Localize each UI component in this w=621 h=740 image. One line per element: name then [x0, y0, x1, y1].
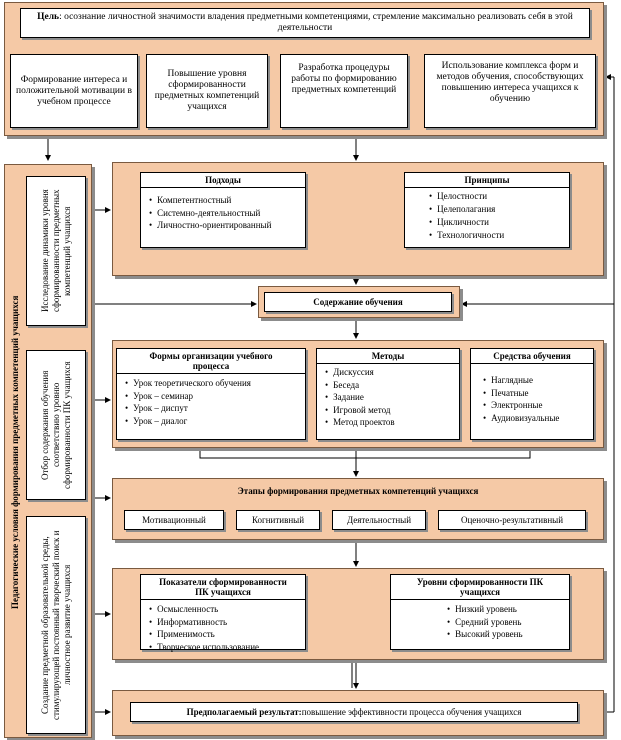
form-item: Урок – диалог: [125, 415, 305, 428]
principles-box: Принципы Целостности Целеполагания Цикли…: [404, 172, 570, 248]
result-text: повышение эффективности процесса обучени…: [301, 706, 522, 717]
approach-item: Личностно-ориентированный: [149, 219, 305, 232]
stages-title: Этапы формирования предметных компетенци…: [237, 486, 479, 496]
indicators-box: Показатели сформированности ПК учащихся …: [140, 574, 306, 653]
task-box-procedure: Разработка процедуры работы по формирова…: [280, 54, 408, 128]
indicators-title: Показатели сформированности ПК учащихся: [141, 575, 305, 600]
means-title: Средства обучения: [471, 349, 593, 364]
condition-box-environment: Создание предметной образовательной сред…: [26, 516, 86, 734]
approaches-box: Подходы Компетентностный Системно-деятел…: [140, 172, 306, 248]
forms-list: Урок теоретического обучения Урок – семи…: [117, 374, 305, 427]
level-item: Низкий уровень: [447, 603, 569, 616]
stage-box-motivational: Мотивационный: [124, 510, 224, 530]
levels-list: Низкий уровень Средний уровень Высокий у…: [391, 600, 569, 641]
means-item: Наглядные: [483, 374, 593, 387]
task-box-motivation: Формирование интереса и положительной мо…: [10, 54, 138, 128]
methods-box: Методы Дискуссия Беседа Задание Игровой …: [316, 348, 460, 440]
task-text: Разработка процедуры работы по формирова…: [291, 63, 397, 95]
methods-list: Дискуссия Беседа Задание Игровой метод М…: [317, 364, 459, 429]
form-item: Урок – диспут: [125, 402, 305, 415]
condition-text: Отбор содержания обучения соответствию у…: [39, 361, 72, 489]
stage-text: Оценочно-результативный: [460, 514, 564, 525]
result-box: Предполагаемый результат: повышение эффе…: [130, 702, 578, 722]
method-item: Метод проектов: [325, 416, 459, 429]
principle-item: Целостности: [429, 190, 569, 203]
principle-item: Технологичности: [429, 229, 569, 242]
approaches-title: Подходы: [141, 173, 305, 188]
forms-box: Формы организации учебного процесса Урок…: [116, 348, 306, 440]
content-box: Содержание обучения: [264, 292, 452, 312]
stage-text: Мотивационный: [142, 514, 206, 525]
means-item: Аудиовизуальные: [483, 412, 593, 425]
form-item: Урок – семинар: [125, 390, 305, 403]
stage-text: Деятельностный: [346, 514, 412, 525]
principles-title: Принципы: [405, 173, 569, 188]
method-item: Задание: [325, 391, 459, 404]
approaches-list: Компетентностный Системно-деятельностный…: [141, 188, 305, 232]
method-item: Беседа: [325, 379, 459, 392]
task-text: Повышение уровня сформированности предме…: [154, 69, 260, 112]
task-box-competence-level: Повышение уровня сформированности предме…: [146, 54, 268, 128]
task-text: Использование комплекса форм и методов о…: [436, 61, 584, 104]
method-item: Дискуссия: [325, 366, 459, 379]
indicator-item: Применимость: [149, 628, 305, 641]
principles-list: Целостности Целеполагания Цикличности Те…: [405, 188, 569, 242]
means-box: Средства обучения Наглядные Печатные Эле…: [470, 348, 594, 440]
means-list: Наглядные Печатные Электронные Аудиовизу…: [471, 364, 593, 424]
stage-box-cognitive: Когнитивный: [236, 510, 320, 530]
content-text: Содержание обучения: [313, 296, 403, 307]
level-item: Средний уровень: [447, 616, 569, 629]
means-item: Электронные: [483, 399, 593, 412]
goal-text: : осознание личностной значимости владен…: [59, 12, 573, 33]
condition-text: Исследование динамики уровня сформирован…: [39, 189, 72, 313]
task-text: Формирование интереса и положительной мо…: [16, 74, 132, 107]
indicator-item: Творческое использование: [149, 641, 305, 654]
goal-box: Цель: осознание личностной значимости вл…: [20, 8, 590, 38]
goal-label: Цель: [37, 12, 60, 22]
stage-box-activity: Деятельностный: [332, 510, 426, 530]
form-item: Урок теоретического обучения: [125, 377, 305, 390]
stage-text: Когнитивный: [251, 514, 305, 525]
principle-item: Цикличности: [429, 216, 569, 229]
stage-box-evaluation: Оценочно-результативный: [438, 510, 586, 530]
method-item: Игровой метод: [325, 404, 459, 417]
indicator-item: Осмысленность: [149, 603, 305, 616]
levels-title: Уровни сформированности ПК учащихся: [391, 575, 569, 600]
indicator-item: Информативность: [149, 616, 305, 629]
task-box-methods-complex: Использование комплекса форм и методов о…: [424, 54, 596, 128]
condition-box-content-selection: Отбор содержания обучения соответствию у…: [26, 350, 86, 500]
conditions-title: Педагогические условия формирования пред…: [4, 168, 26, 736]
indicators-list: Осмысленность Информативность Применимос…: [141, 600, 305, 653]
condition-box-monitoring: Исследование динамики уровня сформирован…: [26, 176, 86, 326]
levels-box: Уровни сформированности ПК учащихся Низк…: [390, 574, 570, 650]
methods-title: Методы: [317, 349, 459, 364]
level-item: Высокий уровень: [447, 628, 569, 641]
approach-item: Компетентностный: [149, 194, 305, 207]
conditions-title-text: Педагогические условия формирования пред…: [9, 295, 20, 609]
means-item: Печатные: [483, 387, 593, 400]
forms-title: Формы организации учебного процесса: [117, 349, 305, 374]
condition-text: Создание предметной образовательной сред…: [39, 530, 72, 720]
principle-item: Целеполагания: [429, 203, 569, 216]
result-label: Предполагаемый результат:: [186, 706, 302, 717]
approach-item: Системно-деятельностный: [149, 207, 305, 220]
